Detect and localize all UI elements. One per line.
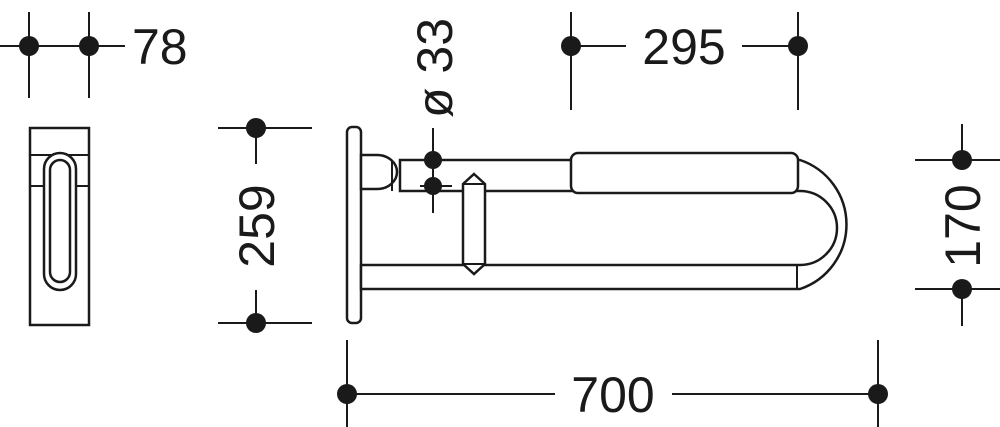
depth-dimension: 78 (0, 12, 188, 98)
tube-diameter-label: ø 33 (407, 18, 463, 118)
tube-diameter-arrow-dot-bottom (424, 177, 442, 195)
pivot-joint (359, 153, 399, 191)
grip-sleeve (569, 151, 800, 195)
tube-diameter-arrow-dot-top (424, 151, 442, 169)
overall-length-label: 700 (571, 367, 654, 423)
rail-spacing-label: 170 (935, 184, 991, 267)
plate-height-label: 259 (229, 184, 285, 267)
overall-arrow-dot-right (868, 384, 888, 404)
grip-arrow-dot-left (561, 36, 581, 56)
rail-spacing-arrow-dot-bottom (952, 279, 972, 299)
wall-plate (345, 125, 363, 325)
side-view (28, 126, 91, 327)
support-strut (461, 172, 487, 276)
plate-height-dimension: 259 (218, 118, 312, 333)
plate-height-arrow-dot-top (246, 118, 266, 138)
tube-diameter-dimension: ø 33 (407, 18, 463, 213)
overall-arrow-dot-left (337, 384, 357, 404)
depth-arrow-dot-right (79, 36, 99, 56)
plate-height-arrow-dot-bottom (246, 313, 266, 333)
rail-spacing-dimension: 170 (915, 124, 1000, 326)
overall-length-dimension: 700 (337, 340, 888, 427)
rail-spacing-arrow-dot-top (952, 150, 972, 170)
front-view (345, 125, 848, 325)
side-view-handle-inner (48, 158, 72, 284)
depth-label: 78 (132, 19, 188, 75)
grip-length-label: 295 (642, 19, 725, 75)
depth-arrow-dot-left (19, 36, 39, 56)
grip-length-dimension: 295 (561, 12, 808, 110)
grip-arrow-dot-right (788, 36, 808, 56)
